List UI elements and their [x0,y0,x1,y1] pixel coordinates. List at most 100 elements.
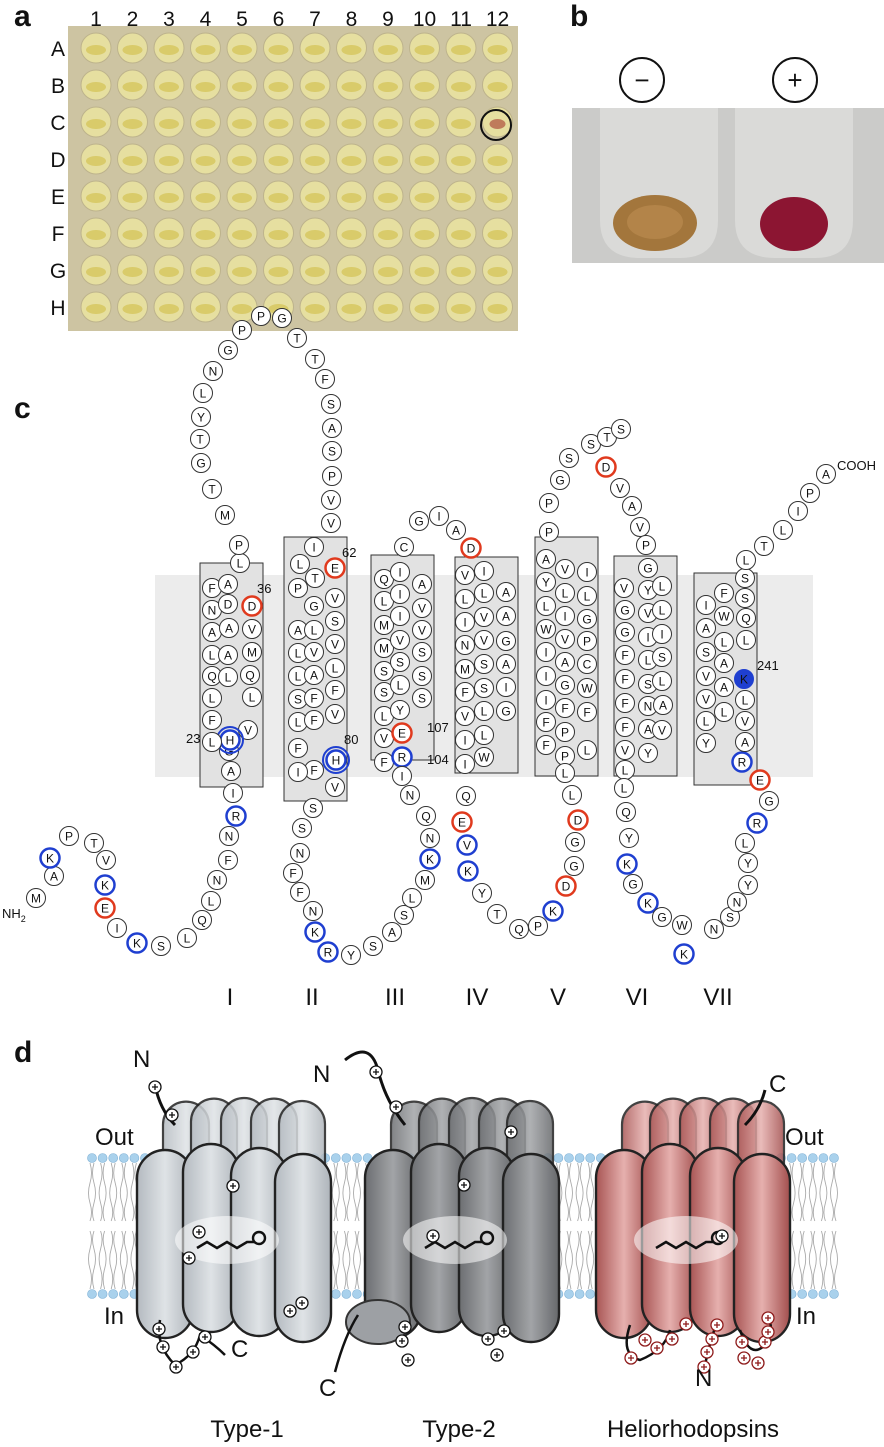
svg-text:L: L [780,524,787,538]
svg-text:L: L [332,662,339,676]
well-pellet [341,193,362,203]
well-pellet [487,193,508,203]
svg-text:G: G [620,604,629,618]
well-pellet [451,304,471,314]
row-label: B [51,75,65,98]
residue: E [324,557,346,579]
residue: N [455,635,475,655]
lipid-tail [575,1230,580,1290]
svg-text:G: G [657,911,666,925]
residue: S [322,441,342,461]
lipid-head [341,1153,352,1163]
svg-text:G: G [560,679,569,693]
well-pellet [487,304,508,314]
well-pellet [195,267,216,277]
residue: L [714,632,734,652]
lipid-head [97,1289,108,1299]
residue: N [704,919,724,939]
svg-text:L: L [659,604,666,618]
well-pellet [487,230,508,240]
residue: W [577,678,597,698]
well-pellet [451,230,471,240]
number-80: 80 [344,732,358,747]
svg-text:L: L [481,729,488,743]
lipid-tail [579,1162,584,1222]
svg-text:D: D [562,880,571,894]
svg-text:N: N [208,604,217,618]
svg-text:F: F [621,721,628,735]
residue: S [412,688,432,708]
residue: V [555,559,575,579]
lipid-tail [586,1162,591,1222]
positive-charge-marker [182,1251,196,1265]
svg-text:I: I [296,766,299,780]
residue: S [735,588,755,608]
well-pellet [86,230,106,240]
svg-text:V: V [461,569,469,583]
svg-text:I: I [585,566,588,580]
minus-label: − [634,65,649,95]
residue: V [412,598,432,618]
residue: V [304,642,324,662]
residue: Y [738,875,758,895]
residue: K [304,921,326,943]
lipid-tail [830,1230,834,1290]
residue: L [177,928,197,948]
residue: Y [390,700,410,720]
lipid-tail [119,1162,124,1222]
residue: V [321,513,341,533]
residue: L [202,732,222,752]
svg-text:F: F [296,886,303,900]
svg-text:L: L [562,767,569,781]
residue: V [474,630,494,650]
svg-text:I: I [646,631,649,645]
residue: S [611,419,631,439]
svg-text:I: I [398,610,401,624]
lipid-tail [102,1162,107,1222]
svg-text:S: S [328,445,336,459]
svg-text:W: W [478,751,490,765]
svg-text:V: V [418,624,426,638]
well-pellet [86,193,106,203]
svg-text:P: P [545,497,553,511]
lipid-head [585,1153,596,1163]
residue: S [581,434,601,454]
lipid-head [564,1153,574,1163]
lipid-tail [586,1230,591,1290]
svg-text:L: L [481,705,488,719]
residue: V [374,728,394,748]
lipid-tail [88,1230,92,1290]
residue: N [207,870,227,890]
lipid-tail [353,1162,357,1222]
well-pellet [451,193,471,203]
well-pellet [489,119,506,129]
well-pellet [305,119,325,129]
well-pellet [414,45,435,55]
residue: Q [616,802,636,822]
lipid-tail [88,1162,92,1222]
svg-text:I: I [563,610,566,624]
residue: I [390,584,410,604]
type2-n-label: N [313,1061,330,1088]
svg-text:I: I [400,770,403,784]
number-104: 104 [427,752,449,767]
in-label-right: In [796,1303,816,1330]
residue: F [577,702,597,722]
residue: V [652,720,672,740]
svg-text:Y: Y [478,887,486,901]
svg-text:T: T [90,837,98,851]
lipid-tail [123,1230,128,1290]
residue: T [84,833,104,853]
well-pellet [232,230,252,240]
lipid-tail [92,1230,96,1290]
svg-text:L: L [742,837,749,851]
well-pellet [451,156,471,166]
column-label: 1 [90,8,102,31]
lipid-head [818,1153,829,1163]
residue: D [595,456,617,478]
residue: G [615,600,635,620]
residue: L [474,725,494,745]
well-pellet [487,267,508,277]
svg-text:F: F [321,373,328,387]
